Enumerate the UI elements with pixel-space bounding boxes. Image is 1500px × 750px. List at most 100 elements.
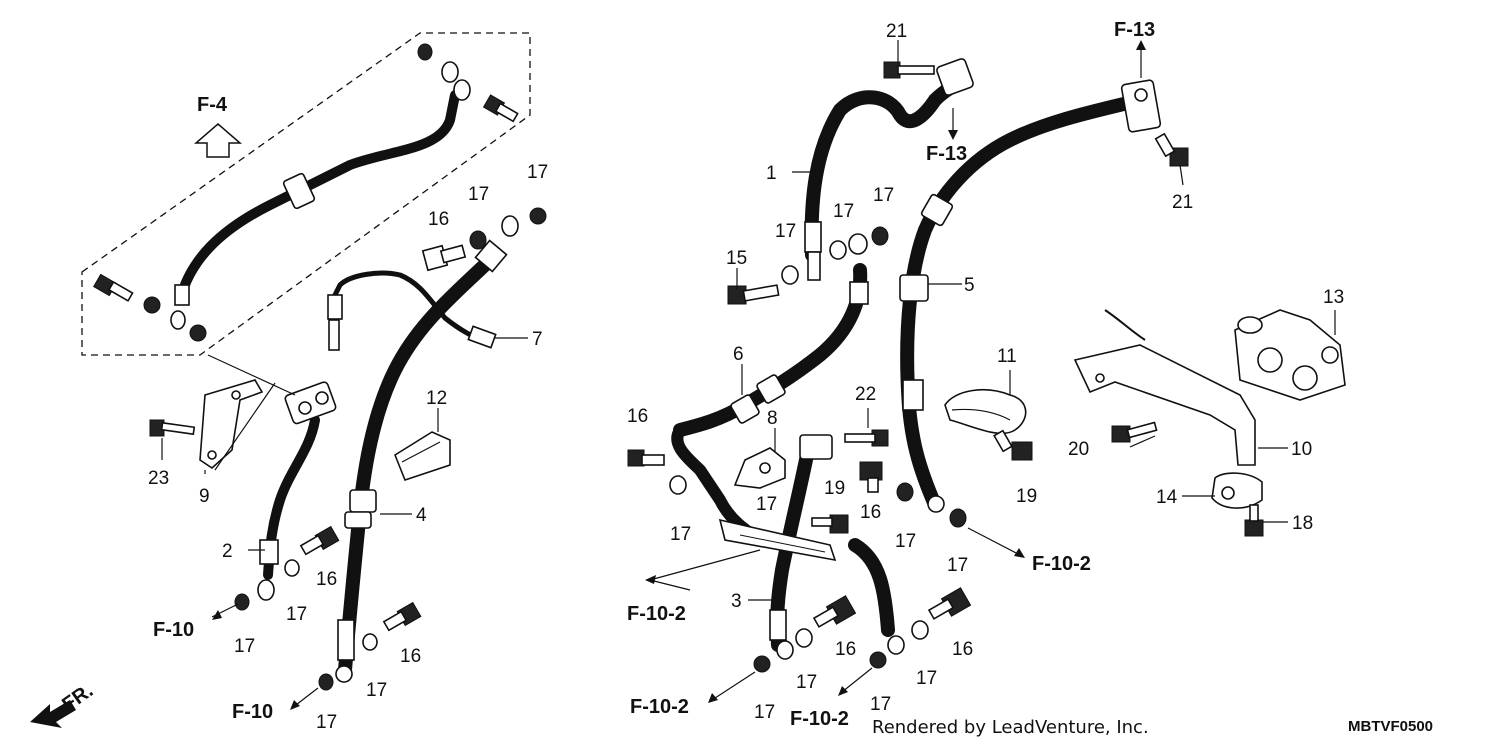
washer-icon bbox=[234, 593, 250, 611]
leader-lines bbox=[161, 40, 1336, 710]
part-label-5: 5 bbox=[964, 275, 975, 296]
bolt-icon bbox=[382, 601, 422, 632]
washer-icon bbox=[669, 475, 687, 495]
part-label-21a: 21 bbox=[886, 21, 907, 42]
bolt-icon bbox=[149, 419, 196, 437]
front-arrow-icon bbox=[30, 700, 76, 728]
bolt-icon bbox=[883, 61, 935, 79]
ref-f10-2-b: F-10-2 bbox=[1032, 553, 1091, 575]
part-label-15: 15 bbox=[726, 248, 747, 269]
part-label-16b: 16 bbox=[316, 569, 337, 590]
rendered-by-credit: Rendered by LeadVenture, Inc. bbox=[872, 717, 1149, 738]
washer-icon bbox=[284, 559, 300, 577]
part-label-17c: 17 bbox=[286, 604, 307, 625]
three-way-joint bbox=[284, 381, 337, 425]
part-label-4: 4 bbox=[416, 505, 427, 526]
part-label-21b: 21 bbox=[1172, 192, 1193, 213]
ref-f10-2-c: F-10-2 bbox=[630, 696, 689, 718]
dashed-box-hose bbox=[143, 43, 471, 342]
part-label-19a: 19 bbox=[824, 478, 845, 499]
ref-f10-2-a: F-10-2 bbox=[627, 603, 686, 625]
part-label-17j: 17 bbox=[670, 524, 691, 545]
washer-icon bbox=[896, 482, 914, 502]
part-label-16a: 16 bbox=[428, 209, 449, 230]
part-label-17l: 17 bbox=[895, 531, 916, 552]
part-label-16e: 16 bbox=[860, 502, 881, 523]
part-label-17h: 17 bbox=[833, 201, 854, 222]
part-label-17i: 17 bbox=[873, 185, 894, 206]
washer-icon bbox=[318, 673, 334, 691]
part-label-18: 18 bbox=[1292, 513, 1313, 534]
part-label-20: 20 bbox=[1068, 439, 1089, 460]
part-label-17o: 17 bbox=[916, 668, 937, 689]
bolt-icon bbox=[859, 461, 883, 493]
clip-14 bbox=[1211, 472, 1263, 509]
part-label-16g: 16 bbox=[952, 639, 973, 660]
bolt-icon bbox=[1154, 132, 1189, 167]
part-label-23: 23 bbox=[148, 468, 169, 489]
part-label-17m: 17 bbox=[947, 555, 968, 576]
bolt-icon bbox=[993, 429, 1033, 461]
brake-hose-3 bbox=[769, 434, 905, 660]
part-number-labels: 1 2 3 4 5 6 7 8 9 10 11 12 13 14 15 16 1… bbox=[148, 21, 1344, 733]
washer-icon bbox=[911, 620, 929, 640]
bolt-icon bbox=[811, 514, 849, 534]
diagram-code: MBTVF0500 bbox=[1348, 718, 1433, 735]
washer-icon bbox=[781, 265, 799, 285]
washer-icon bbox=[869, 651, 887, 669]
brake-hose-4 bbox=[335, 215, 519, 683]
washer-icon bbox=[469, 230, 487, 250]
bolt-icon bbox=[812, 595, 857, 628]
washer-icon bbox=[795, 628, 813, 648]
bracket-9 bbox=[199, 379, 264, 470]
part-label-16f: 16 bbox=[835, 639, 856, 660]
bracket-8 bbox=[733, 447, 786, 489]
part-label-3: 3 bbox=[731, 591, 742, 612]
up-arrow-icon bbox=[193, 123, 243, 158]
part-label-17k: 17 bbox=[756, 494, 777, 515]
bracket-10 bbox=[1073, 309, 1256, 466]
ref-f13-mid: F-13 bbox=[926, 143, 967, 165]
part-label-7: 7 bbox=[532, 329, 543, 350]
dashed-group-box bbox=[81, 32, 531, 356]
part-label-17g: 17 bbox=[775, 221, 796, 242]
part-label-9: 9 bbox=[199, 486, 210, 507]
part-label-17a: 17 bbox=[468, 184, 489, 205]
part-label-17b: 17 bbox=[527, 162, 548, 183]
washer-icon bbox=[753, 655, 771, 673]
part-label-19b: 19 bbox=[1016, 486, 1037, 507]
part-label-13: 13 bbox=[1323, 287, 1344, 308]
ref-f13-top: F-13 bbox=[1114, 19, 1155, 41]
part-label-16c: 16 bbox=[400, 646, 421, 667]
part-label-8: 8 bbox=[767, 408, 778, 429]
brake-hose-2 bbox=[257, 415, 320, 601]
part-label-10: 10 bbox=[1291, 439, 1312, 460]
ref-f4: F-4 bbox=[197, 94, 228, 116]
ref-f10-b: F-10 bbox=[232, 701, 273, 723]
part-label-12: 12 bbox=[426, 388, 447, 409]
brake-hose-1 bbox=[804, 58, 974, 281]
flat-bracket bbox=[718, 518, 837, 562]
bolt-icon bbox=[1111, 421, 1158, 443]
part-label-2: 2 bbox=[222, 541, 233, 562]
metal-brake-line bbox=[327, 270, 497, 351]
reference-labels: F-4 F-13 F-13 F-10 F-10 F-10-2 F-10-2 F-… bbox=[58, 19, 1155, 730]
part-label-17n: 17 bbox=[796, 672, 817, 693]
part-label-1: 1 bbox=[766, 163, 777, 184]
washer-icon bbox=[362, 633, 378, 651]
part-label-17q: 17 bbox=[754, 702, 775, 723]
part-label-17e: 17 bbox=[366, 680, 387, 701]
bolt-icon bbox=[927, 587, 972, 620]
bolt-icon bbox=[627, 449, 665, 467]
ref-f10-2-d: F-10-2 bbox=[790, 708, 849, 730]
washer-icon bbox=[829, 240, 847, 260]
part-label-17f: 17 bbox=[316, 712, 337, 733]
bolt-icon bbox=[727, 284, 780, 305]
part-label-17p: 17 bbox=[870, 694, 891, 715]
bolt-icon bbox=[482, 94, 519, 123]
bolt-icon bbox=[93, 273, 134, 302]
washer-icon bbox=[848, 233, 868, 255]
washer-icon bbox=[949, 508, 967, 528]
